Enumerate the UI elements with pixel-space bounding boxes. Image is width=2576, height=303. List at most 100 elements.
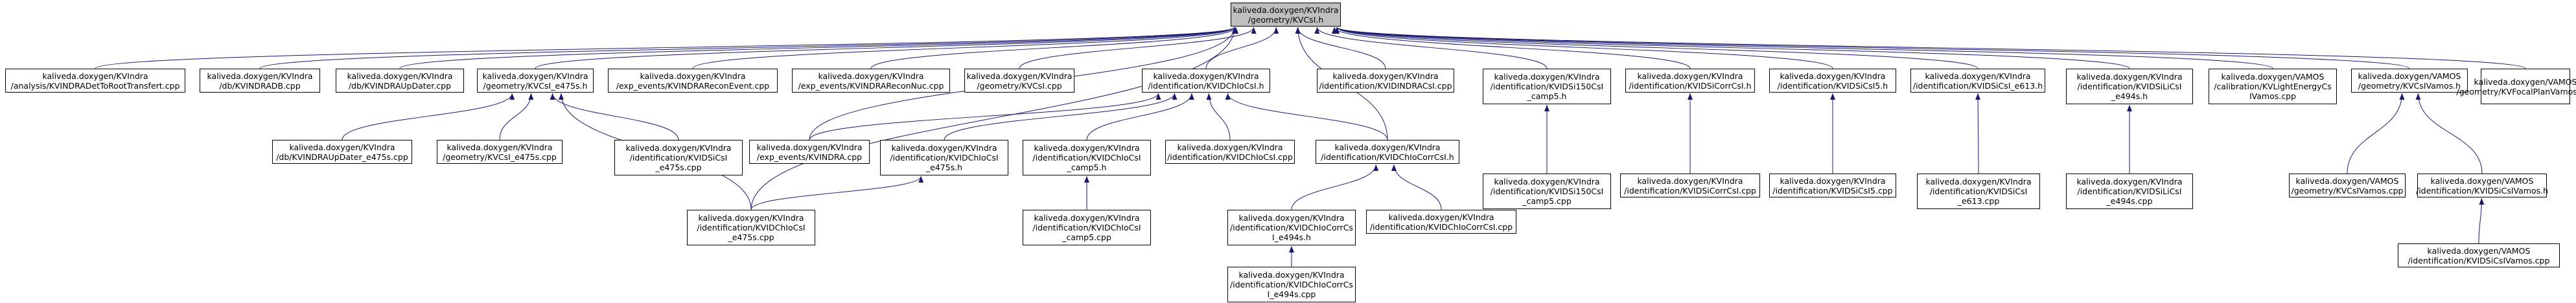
node-label-line: /identification/KVIDChIoCsI.cpp — [1167, 152, 1293, 162]
node-label-line: kaliveda.doxygen/VAMOS — [2358, 71, 2461, 81]
node-label-line: kaliveda.doxygen/KVIndra — [1177, 142, 1283, 152]
edge-KVIDChIoCsI_h-to-KVCsI_h — [1205, 27, 1279, 69]
graph-node-KVIDChIoCorrCsI_e494s_h[interactable]: kaliveda.doxygen/KVIndra/identification/… — [1227, 210, 1356, 245]
node-label-line: /geometry/KVCsI.h — [1247, 14, 1324, 25]
edge-KVCsIVamos_cpp-to-KVCsIVamos_h — [2347, 93, 2405, 174]
node-label-line: /identification/KVIDSiCsI5.h — [1777, 80, 1888, 91]
edge-KVIDSiCsIVamos_cpp-to-KVIDSiCsIVamos_h — [2478, 197, 2485, 244]
edge-KVINDRAReconNuc_cpp-to-KVCsI_h — [870, 27, 1239, 69]
edge-KVFocalPlanVamos_cpp-to-KVCsI_h — [1334, 27, 2526, 69]
node-label-line: /identification/KVIDChIoCsI.h — [1148, 80, 1264, 91]
graph-node-KVIDSiCsIVamos_cpp[interactable]: kaliveda.doxygen/VAMOS/identification/KV… — [2398, 243, 2560, 267]
node-label-line: _e475s.cpp — [728, 232, 774, 242]
edge-KVIDChIoCorrCsI_h-to-KVIDChIoCsI_h — [1225, 93, 1388, 140]
node-label-line: kaliveda.doxygen/KVIndra — [1780, 71, 1886, 81]
graph-node-KVFocalPlanVamos_cpp[interactable]: kaliveda.doxygen/VAMOS/geometry/KVFocalP… — [2456, 69, 2576, 104]
graph-node-KVIDSiCsIVamos_h[interactable]: kaliveda.doxygen/VAMOS/identification/KV… — [2416, 174, 2548, 197]
node-label-line: kaliveda.doxygen/KVIndra — [1334, 142, 1441, 152]
node-label-line: I_e494s.cpp — [1267, 289, 1316, 299]
node-label-line: /calibration/KVLightEnergyCs — [2214, 82, 2332, 91]
node-label-line: _e494s.h — [2111, 91, 2148, 101]
edge-KVIDChIoCsI_e475s_cpp-to-KVCsI_h — [750, 27, 1237, 210]
node-label-line: kaliveda.doxygen/KVIndra — [482, 71, 588, 81]
node-label-line: /identification/KVIDChIoCsI — [890, 153, 999, 163]
graph-node-KVCsI_e475s_h[interactable]: kaliveda.doxygen/KVIndra/geometry/KVCsI_… — [477, 69, 594, 93]
node-label-line: /identification/KVIDSiLiCsI — [2077, 186, 2182, 196]
graph-node-KVIDChIoCsI_cpp[interactable]: kaliveda.doxygen/KVIndra/identification/… — [1165, 140, 1295, 164]
node-label-line: /exp_events/KVINDRAReconEvent.cpp — [616, 80, 770, 91]
graph-node-KVIDSiLiCsI_e494s_h[interactable]: kaliveda.doxygen/KVIndra/identification/… — [2066, 69, 2193, 104]
edge-KVIDChIoCorrCsI_cpp-to-KVIDChIoCorrCsI_h — [1391, 164, 1442, 210]
node-label-line: /identification/KVIDChIoCorrCs — [1230, 280, 1353, 289]
node-label-line: kaliveda.doxygen/KVIndra — [1637, 175, 1743, 186]
graph-node-KVIDChIoCsI_camp5_h[interactable]: kaliveda.doxygen/KVIndra/identification/… — [1023, 140, 1151, 175]
graph-node-KVIDChIoCorrCsI_h[interactable]: kaliveda.doxygen/KVIndra/identification/… — [1316, 140, 1459, 164]
graph-node-KVIDChIoCsI_h[interactable]: kaliveda.doxygen/KVIndra/identification/… — [1142, 69, 1270, 93]
node-label-line: kaliveda.doxygen/KVIndra — [1637, 71, 1743, 81]
graph-node-KVIDSiCsI_e613_cpp[interactable]: kaliveda.doxygen/KVIndra/identification/… — [1917, 174, 2040, 209]
graph-node-KVIDChIoCorrCsI_cpp[interactable]: kaliveda.doxygen/KVIndra/identification/… — [1366, 210, 1516, 234]
node-label-line: kaliveda.doxygen/KVIndra — [1494, 72, 1600, 82]
graph-node-KVINDRAReconEvent_cpp[interactable]: kaliveda.doxygen/KVIndra/exp_events/KVIN… — [608, 69, 778, 93]
graph-node-KVIDChIoCsI_e475s_cpp[interactable]: kaliveda.doxygen/KVIndra/identification/… — [687, 210, 815, 245]
node-label-line: kaliveda.doxygen/VAMOS — [2474, 76, 2576, 87]
node-label-line: /identification/KVIDSiCsI — [1929, 186, 2028, 196]
graph-node-KVCsI_e475s_cpp[interactable]: kaliveda.doxygen/KVIndra/geometry/KVCsI_… — [437, 140, 563, 164]
graph-node-KVIDChIoCsI_e475s_h[interactable]: kaliveda.doxygen/KVIndra/identification/… — [880, 140, 1008, 175]
graph-node-KVIDChIoCsI_camp5_cpp[interactable]: kaliveda.doxygen/KVIndra/identification/… — [1023, 210, 1151, 245]
node-label-line: /geometry/KVCsI_e475s.h — [483, 80, 588, 91]
graph-node-KVINDRAUpDater_e475s_cpp[interactable]: kaliveda.doxygen/KVIndra/db/KVINDRAUpDat… — [272, 140, 412, 164]
graph-node-KVIDSi150CsI_camp5_h[interactable]: kaliveda.doxygen/KVIndra/identification/… — [1483, 69, 1611, 104]
graph-node-KVCsI_cpp[interactable]: kaliveda.doxygen/KVIndra/geometry/KVCsI.… — [964, 69, 1074, 93]
graph-node-KVINDRA_cpp[interactable]: kaliveda.doxygen/KVIndra/exp_events/KVIN… — [749, 140, 870, 164]
node-label-line: _e494s.cpp — [2106, 196, 2153, 206]
graph-node-KVCsIVamos_cpp[interactable]: kaliveda.doxygen/VAMOS/geometry/KVCsIVam… — [2289, 174, 2406, 197]
node-label-line: kaliveda.doxygen/KVIndra — [207, 71, 313, 81]
node-label-line: _camp5.h — [1067, 163, 1107, 172]
edge-KVCsI_e475s_h-to-KVCsI_h — [535, 27, 1237, 69]
graph-node-KVIDSiCsI5_h[interactable]: kaliveda.doxygen/KVIndra/identification/… — [1769, 69, 1896, 93]
node-label-line: _e475s.cpp — [655, 163, 702, 172]
graph-node-KVIDSiCsI5_cpp[interactable]: kaliveda.doxygen/KVIndra/identification/… — [1769, 174, 1896, 197]
graph-node-KVINDRAReconNuc_cpp[interactable]: kaliveda.doxygen/KVIndra/exp_events/KVIN… — [792, 69, 950, 93]
graph-node-KVIDSiCsI_e475s_cpp[interactable]: kaliveda.doxygen/KVIndra/identification/… — [614, 140, 743, 175]
graph-node-KVINDRAUpDater_cpp[interactable]: kaliveda.doxygen/KVIndra/db/KVINDRAUpDat… — [336, 69, 464, 93]
node-label-line: /geometry/KVCsIVamos.h — [2358, 80, 2461, 91]
edge-KVIDSiCsI_e613_h-to-KVCsI_h — [1334, 27, 1978, 69]
node-label-line: /geometry/KVCsI.cpp — [977, 80, 1062, 91]
node-label-line: /identification/KVIDSi150CsI — [1490, 186, 1604, 196]
edge-KVIDSiCsI_e475s_cpp-to-KVCsI_e475s_h — [550, 93, 679, 140]
node-label-line: /identification/KVIDSiCorrCsI.cpp — [1624, 185, 1756, 196]
node-label-line: /identification/KVIDSiCsI — [629, 153, 728, 163]
edge-KVIDSi150CsI_camp5_h-to-KVCsI_h — [1314, 27, 1548, 69]
graph-node-KVINDRADB_cpp[interactable]: kaliveda.doxygen/KVIndra/db/KVINDRADB.cp… — [200, 69, 320, 93]
node-label-line: kaliveda.doxygen/KVIndra — [1780, 175, 1886, 186]
node-label-line: kaliveda.doxygen/KVIndra — [1925, 177, 2032, 186]
graph-node-KVIDSiCorrCsI_h[interactable]: kaliveda.doxygen/KVIndra/identification/… — [1625, 69, 1755, 93]
node-label-line: kaliveda.doxygen/KVIndra — [1332, 71, 1439, 81]
node-label-line: /db/KVINDRAUpDater.cpp — [348, 80, 452, 91]
edge-KVIDINDRACsI_cpp-to-KVCsI_h — [1295, 27, 1386, 69]
graph-node-KVIDSiCsI_e613_h[interactable]: kaliveda.doxygen/KVIndra/identification/… — [1910, 69, 2045, 93]
graph-node-KVLightEnergyCsIVamos_cpp[interactable]: kaliveda.doxygen/VAMOS/calibration/KVLig… — [2209, 69, 2337, 104]
graph-node-KVIDSiLiCsI_e494s_cpp[interactable]: kaliveda.doxygen/KVIndra/identification/… — [2066, 174, 2193, 209]
node-label-line: _e475s.h — [925, 163, 963, 172]
node-label-line: kaliveda.doxygen/KVIndra — [1153, 71, 1259, 81]
node-label-line: kaliveda.doxygen/KVIndra — [1388, 212, 1494, 222]
node-label-line: /identification/KVIDChIoCorrCsI.h — [1321, 152, 1454, 162]
node-label-line: kaliveda.doxygen/KVIndra — [1238, 270, 1345, 280]
graph-node-KVINDRADetToRootTransfert_cpp[interactable]: kaliveda.doxygen/KVIndra/analysis/KVINDR… — [5, 69, 185, 93]
node-label-line: kaliveda.doxygen/KVIndra — [347, 71, 453, 81]
node-label-line: /identification/KVIDSiCsIVamos.cpp — [2408, 255, 2550, 265]
edge-KVIDSiCsI5_h-to-KVCsI_h — [1334, 27, 1833, 69]
node-label-line: kaliveda.doxygen/KVIndra — [966, 71, 1073, 81]
graph-node-KVIDChIoCorrCsI_e494s_cpp[interactable]: kaliveda.doxygen/KVIndra/identification/… — [1227, 267, 1356, 302]
edge-KVINDRA_cpp-to-KVIDChIoCsI_h — [809, 93, 1161, 140]
node-label-line: kaliveda.doxygen/KVIndra — [289, 142, 395, 152]
graph-node-KVCsIVamos_h[interactable]: kaliveda.doxygen/VAMOS/geometry/KVCsIVam… — [2351, 69, 2468, 93]
graph-node-KVIDSi150CsI_camp5_cpp[interactable]: kaliveda.doxygen/KVIndra/identification/… — [1483, 174, 1611, 209]
node-label-line: /identification/KVIDChIoCsI — [1032, 153, 1141, 163]
graph-node-KVIDINDRACsI_cpp[interactable]: kaliveda.doxygen/KVIndra/identification/… — [1317, 69, 1454, 93]
graph-node-KVIDSiCorrCsI_cpp[interactable]: kaliveda.doxygen/KVIndra/identification/… — [1620, 174, 1760, 197]
edge-KVIDChIoCsI_e475s_cpp-to-KVIDChIoCsI_e475s_h — [750, 175, 924, 210]
